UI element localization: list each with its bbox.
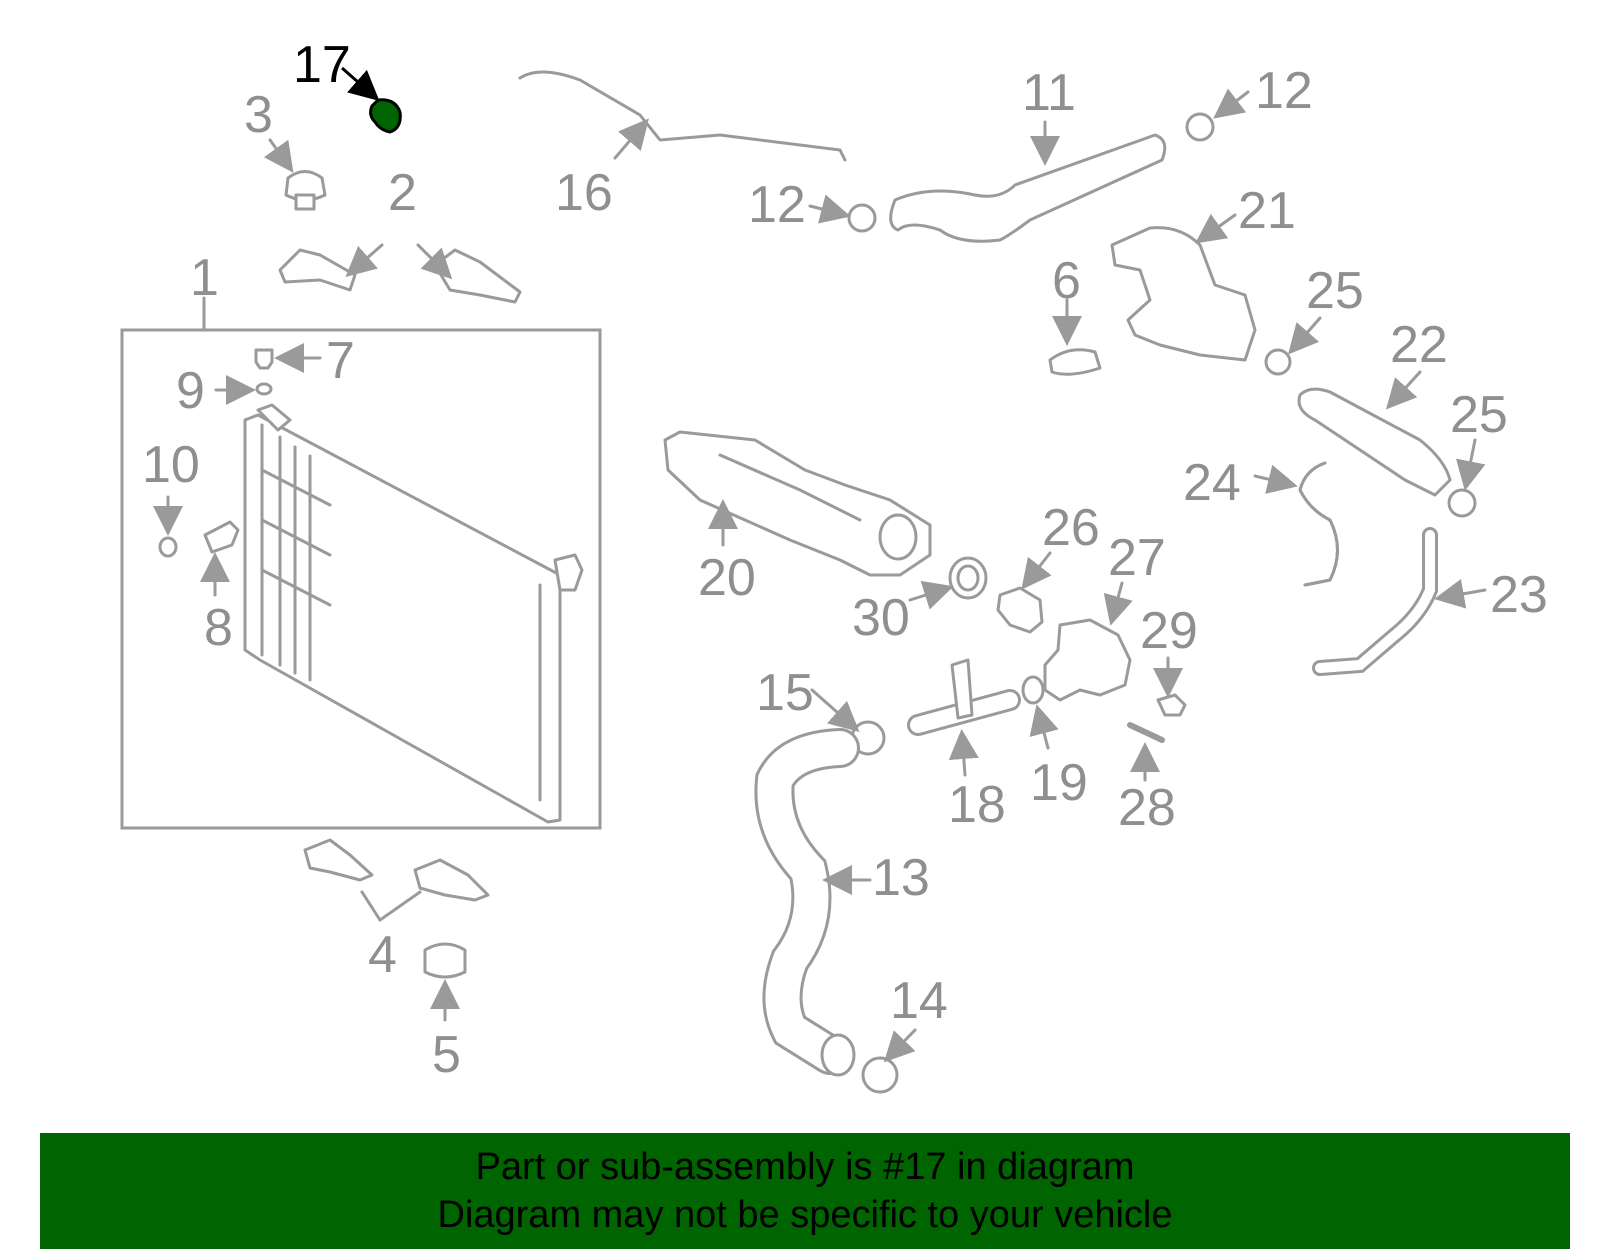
- callout-25-upper: 25: [1306, 262, 1364, 320]
- callout-27: 27: [1108, 529, 1166, 587]
- pipe-part-23: [1312, 527, 1487, 676]
- callout-9: 9: [176, 362, 205, 420]
- lower-hose-part-13: [754, 688, 917, 1094]
- callout-13: 13: [872, 849, 930, 907]
- callout-3: 3: [244, 86, 273, 144]
- info-banner: Part or sub-assembly is #17 in diagram D…: [40, 1133, 1570, 1249]
- callout-24: 24: [1183, 454, 1241, 512]
- callout-22: 22: [1390, 316, 1448, 374]
- small-parts-28-29: [1127, 656, 1187, 782]
- upper-bracket-parts: [278, 243, 522, 304]
- banner-line-2: Diagram may not be specific to your vehi…: [437, 1194, 1173, 1236]
- water-passage-part-20: [663, 430, 932, 577]
- callout-18: 18: [948, 776, 1006, 834]
- cap-part-6: [1048, 298, 1102, 376]
- callout-19: 19: [1030, 754, 1088, 812]
- callout-14: 14: [890, 972, 948, 1030]
- callout-2: 2: [388, 164, 417, 222]
- callout-1: 1: [190, 249, 219, 307]
- callout-5: 5: [432, 1026, 461, 1084]
- water-pipe-part-18: [907, 658, 1059, 777]
- callout-29: 29: [1140, 602, 1198, 660]
- callout-6: 6: [1052, 252, 1081, 310]
- callout-30: 30: [852, 589, 910, 647]
- callout-7: 7: [326, 332, 355, 390]
- water-outlet-part-21: [1110, 213, 1257, 362]
- thermostat-parts: [908, 551, 1052, 634]
- lower-bracket-parts: [303, 838, 490, 1022]
- callout-28: 28: [1118, 779, 1176, 837]
- callout-21: 21: [1238, 182, 1296, 240]
- callout-26: 26: [1042, 499, 1100, 557]
- callout-23: 23: [1490, 566, 1548, 624]
- radiator-assembly: [120, 296, 602, 830]
- callout-8: 8: [204, 599, 233, 657]
- hose-part-24: [1253, 461, 1339, 587]
- small-radiator-parts: [153, 343, 322, 597]
- part-17-highlighted: [341, 66, 402, 134]
- rod-part-16: [518, 70, 847, 162]
- callout-15: 15: [756, 664, 814, 722]
- callout-12-lower: 12: [748, 176, 806, 234]
- callout-25-lower: 25: [1450, 386, 1508, 444]
- callout-17: 17: [293, 36, 351, 94]
- upper-mount-part: [263, 138, 327, 211]
- callout-11: 11: [1022, 64, 1076, 122]
- callout-4: 4: [368, 926, 397, 984]
- callout-20: 20: [698, 549, 756, 607]
- banner-line-1: Part or sub-assembly is #17 in diagram: [475, 1146, 1135, 1188]
- callout-10: 10: [142, 436, 200, 494]
- water-inlet-part-27: [1043, 581, 1133, 702]
- callout-16: 16: [555, 164, 613, 222]
- upper-hose-part-11: [808, 88, 1250, 243]
- hose-part-22: [1264, 316, 1486, 518]
- callout-12-upper: 12: [1255, 62, 1313, 120]
